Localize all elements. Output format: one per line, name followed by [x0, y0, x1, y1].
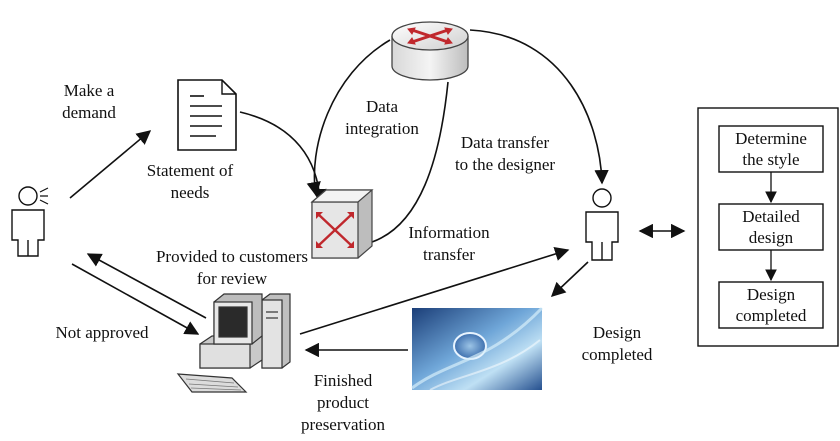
finished-product-photo	[411, 306, 544, 391]
arrow-designer-to-photo	[550, 261, 589, 297]
designer-person-icon	[585, 188, 619, 261]
arrow-data-transfer	[469, 29, 609, 185]
customer-person-icon	[11, 186, 49, 257]
arrow-provided-review	[86, 253, 207, 319]
computer-icon	[176, 293, 291, 393]
arrow-make-demand	[69, 130, 152, 199]
router-icon	[391, 21, 469, 81]
arrow-needs-to-switch	[239, 111, 327, 204]
arrow-data-integration	[306, 39, 391, 197]
document-icon	[177, 79, 237, 151]
step-box-detailed-design	[718, 203, 824, 251]
step-box-determine-style	[718, 125, 824, 173]
arrow-not-approved	[71, 263, 200, 335]
arrow-information-transfer	[371, 81, 449, 243]
arrow-computer-to-designer	[299, 247, 570, 335]
step-box-design-completed	[718, 281, 824, 329]
switch-icon	[310, 189, 374, 259]
label-not-approved: Not approved	[55, 323, 149, 342]
design-process-panel	[697, 107, 839, 347]
connectors	[69, 29, 686, 358]
